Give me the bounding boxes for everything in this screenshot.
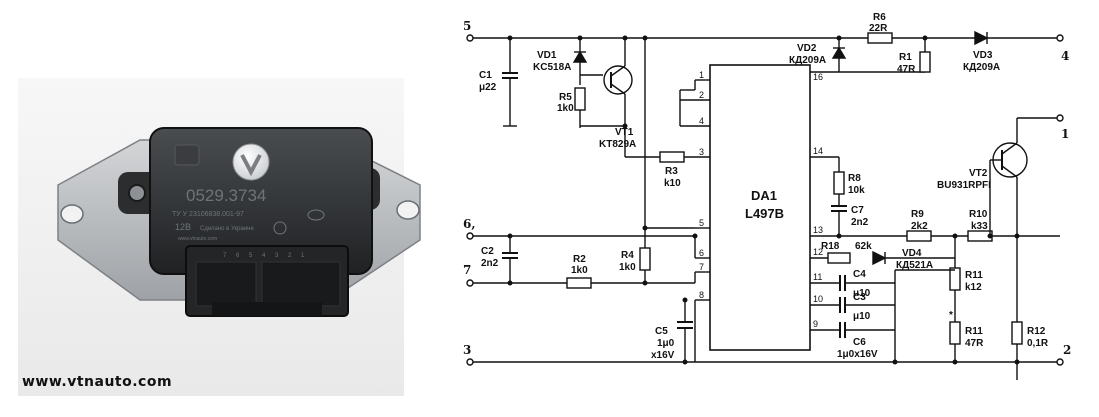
value-r9: 2k2 <box>911 221 928 232</box>
value-r1: 47R <box>897 64 916 75</box>
value-vd4: КД521А <box>896 260 933 271</box>
terminal-label: 3 <box>463 343 471 357</box>
label-r9: R9 <box>911 209 924 220</box>
module-voltage: 12В <box>175 222 191 232</box>
module-small-text-url: www.vtnauto.com <box>178 236 217 242</box>
terminal-label: 5 <box>463 19 471 33</box>
value-c6: 1μ0x16V <box>837 349 878 360</box>
label-r11-upper: R11 <box>965 270 983 281</box>
terminal-label: 6, <box>463 217 476 231</box>
connector-pin-number: 6 <box>236 253 240 259</box>
label-c3: C3 <box>853 292 866 303</box>
label-r11-lower: R11 <box>965 326 983 337</box>
value-r8: 10k <box>848 185 865 196</box>
module-code: ТУ У 23106838.001-97 <box>172 211 244 218</box>
value-r12: 0,1R <box>1027 338 1049 349</box>
label-c2: C2 <box>481 246 494 257</box>
value-vt1: KT829A <box>599 139 636 150</box>
connector-pin-number: 2 <box>288 253 292 259</box>
value-r11-lower: 47R <box>965 338 984 349</box>
ic-pin: 3 <box>699 147 704 157</box>
module-housing: 0529.3734 ТУ У 23106838.001-97 12В Сдела… <box>118 127 380 275</box>
ic-pin: 4 <box>699 116 704 126</box>
ic-pin: 16 <box>813 72 823 82</box>
ignition-circuit-schematic: 5 4 1 6, 7 3 2 DA1 L497B 1 2 3 4 5 6 7 8… <box>463 12 1071 380</box>
ic-pin: 11 <box>813 272 822 282</box>
label-r8: R8 <box>848 173 861 184</box>
label-c7: C7 <box>851 205 864 216</box>
ic-pin: 14 <box>813 146 823 156</box>
value-c7: 2n2 <box>851 217 869 228</box>
ic-pin: 9 <box>813 319 818 329</box>
label-r2: R2 <box>573 254 586 265</box>
label-vd1: VD1 <box>537 50 557 61</box>
value-c5: 1μ0 <box>657 338 675 349</box>
terminal-label: 1 <box>1061 127 1069 141</box>
ic-pin: 2 <box>699 90 704 100</box>
ic-pin: 6 <box>699 248 704 258</box>
label-c6: C6 <box>853 337 866 348</box>
label-c1: C1 <box>479 70 492 81</box>
label-vt1: VT1 <box>615 127 634 138</box>
ic-pin: 7 <box>699 262 704 272</box>
connector-pin-number: 7 <box>223 253 227 259</box>
value-c2: 2n2 <box>481 258 499 269</box>
label-vd2: VD2 <box>797 43 817 54</box>
label-c4: C4 <box>853 269 866 280</box>
label-r5: R5 <box>559 92 572 103</box>
ignition-module-photo: 0529.3734 ТУ У 23106838.001-97 12В Сдела… <box>18 78 421 396</box>
value-c4: μ10 <box>853 288 871 299</box>
module-small-text: Сделано в Украине <box>200 226 254 232</box>
value-vd3: КД209А <box>963 62 1000 73</box>
label-r18: R18 <box>821 241 840 252</box>
voltage-c5: x16V <box>651 350 675 361</box>
label-r3: R3 <box>665 166 678 177</box>
label-r1: R1 <box>899 52 912 63</box>
value-r2: 1k0 <box>571 265 588 276</box>
connector-pin-number: 4 <box>262 253 266 259</box>
value-r18: 62k <box>855 241 872 252</box>
ic-pin: 1 <box>699 70 704 80</box>
ic-pin: 8 <box>699 290 704 300</box>
value-r3: k10 <box>664 178 681 189</box>
value-r4: 1k0 <box>619 262 636 273</box>
module-part-number: 0529.3734 <box>186 186 266 205</box>
terminal-label: 4 <box>1061 49 1069 63</box>
module-connector: 7 6 5 4 3 2 1 <box>185 245 349 317</box>
connector-pin-number: 1 <box>301 253 305 259</box>
ic-pin: 5 <box>699 218 704 228</box>
value-vd2: КД209А <box>789 55 826 66</box>
terminal-label: 2 <box>1063 343 1071 357</box>
label-r6: R6 <box>873 12 886 23</box>
label-vt2: VT2 <box>969 168 988 179</box>
trim-marker: * <box>949 310 953 321</box>
ic-pin: 13 <box>813 225 823 235</box>
ic-part: L497B <box>745 206 784 221</box>
connector-pin-number: 3 <box>275 253 279 259</box>
label-vd4: VD4 <box>902 248 922 259</box>
value-vt2: BU931RPFI <box>937 180 991 191</box>
label-c5: C5 <box>655 326 668 337</box>
value-vd1: KC518A <box>533 62 571 73</box>
ic-name: DA1 <box>751 188 777 203</box>
ic-pin: 12 <box>813 247 823 257</box>
label-vd3: VD3 <box>973 50 993 61</box>
terminal-label: 7 <box>463 263 471 277</box>
value-c1: μ22 <box>479 82 497 93</box>
ic-pin: 10 <box>813 294 823 304</box>
label-r10: R10 <box>969 209 988 220</box>
value-r6: 22R <box>869 23 888 34</box>
value-r5: 1k0 <box>557 103 574 114</box>
photo-caption: www.vtnauto.com <box>22 374 172 390</box>
value-r11-upper: k12 <box>965 282 982 293</box>
connector-pin-number: 5 <box>249 253 253 259</box>
value-r10: k33 <box>971 221 988 232</box>
value-c3: μ10 <box>853 311 871 322</box>
label-r4: R4 <box>621 250 634 261</box>
label-r12: R12 <box>1027 326 1046 337</box>
